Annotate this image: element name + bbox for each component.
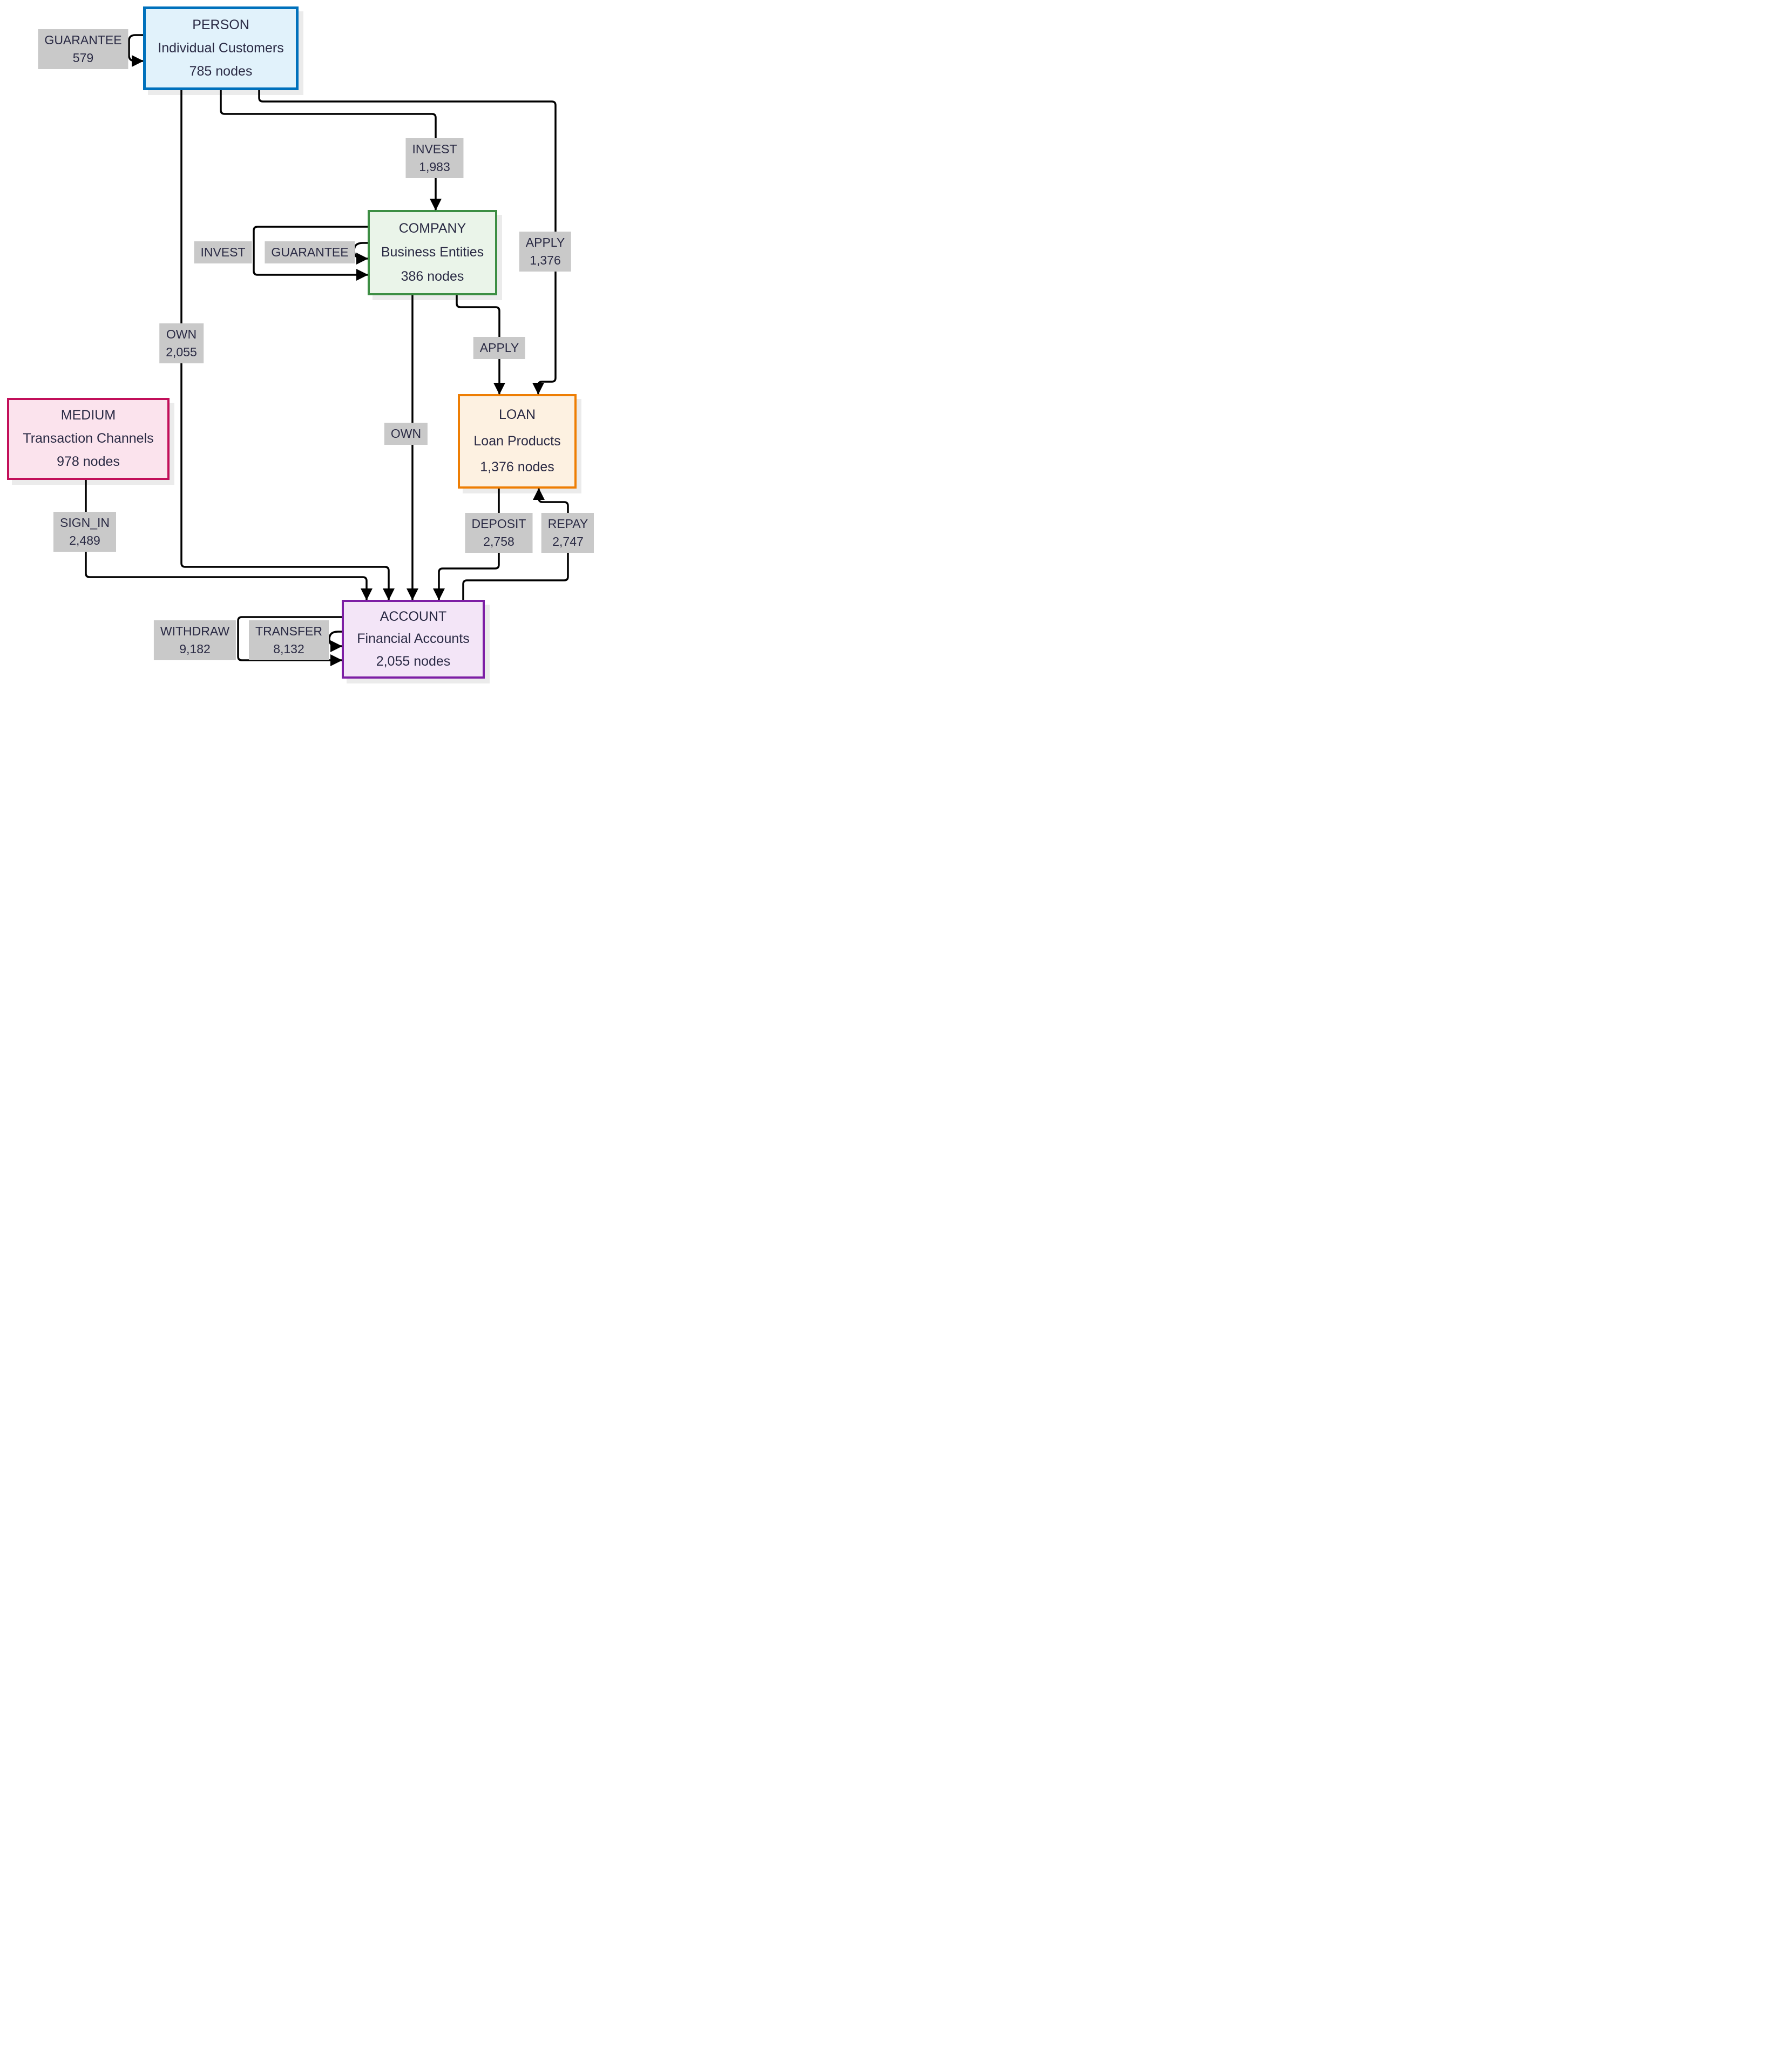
graph-schema-diagram: PERSON Individual Customers 785 nodes CO…: [0, 0, 594, 691]
edge-label-guarantee-company-self: GUARANTEE: [265, 241, 355, 263]
edge-own-person-account: [180, 90, 395, 600]
edge-label-guarantee-person: GUARANTEE 579: [38, 29, 128, 69]
edge-guarantee-person-self-loop: [128, 34, 144, 67]
node-person-subtitle: Individual Customers: [158, 40, 284, 56]
edge-label-deposit-loan-account-count: 2,758: [483, 534, 514, 549]
edge-label-invest-person-company: INVEST 1,983: [405, 138, 464, 178]
node-medium-count: 978 nodes: [57, 454, 120, 470]
node-person-count: 785 nodes: [189, 63, 253, 79]
node-account-subtitle: Financial Accounts: [357, 631, 470, 647]
edge-label-apply-person-loan-count: 1,376: [530, 253, 561, 267]
edge-transfer-account-self-loop: [328, 631, 342, 652]
edge-label-guarantee-person-count: 579: [72, 51, 94, 65]
node-person: PERSON Individual Customers 785 nodes: [143, 6, 299, 90]
edge-label-withdraw-account-self-count: 9,182: [179, 642, 211, 656]
edge-label-deposit-loan-account: DEPOSIT 2,758: [465, 513, 533, 553]
edge-label-guarantee-person-name: GUARANTEE: [44, 33, 122, 47]
edge-guarantee-company-self-loop: [353, 242, 368, 265]
edge-label-transfer-account-self-count: 8,132: [273, 642, 304, 656]
edge-label-invest-company-self-name: INVEST: [200, 245, 246, 259]
edge-label-own-person-account-count: 2,055: [166, 345, 197, 359]
node-medium: MEDIUM Transaction Channels 978 nodes: [7, 398, 170, 480]
edge-label-withdraw-account-self: WITHDRAW 9,182: [153, 620, 236, 660]
edge-signin-medium-account: [85, 480, 373, 600]
edge-label-apply-company-loan-name: APPLY: [479, 341, 519, 355]
edge-label-signin-medium-account-count: 2,489: [69, 533, 100, 547]
node-company-title: COMPANY: [398, 220, 466, 236]
node-loan-subtitle: Loan Products: [473, 433, 561, 449]
edge-label-own-person-account: OWN 2,055: [159, 323, 204, 363]
edge-label-own-person-account-name: OWN: [166, 327, 197, 341]
node-person-title: PERSON: [192, 17, 249, 32]
edge-label-signin-medium-account: SIGN_IN 2,489: [53, 512, 117, 552]
edge-label-transfer-account-self-name: TRANSFER: [255, 624, 322, 638]
edge-label-transfer-account-self: TRANSFER 8,132: [249, 620, 329, 660]
node-company-count: 386 nodes: [401, 268, 464, 284]
edge-label-repay-account-loan: REPAY 2,747: [541, 513, 594, 553]
node-account-count: 2,055 nodes: [376, 653, 451, 669]
edge-label-invest-person-company-count: 1,983: [419, 160, 450, 174]
node-company-subtitle: Business Entities: [381, 245, 484, 260]
edge-label-guarantee-company-self-name: GUARANTEE: [271, 245, 349, 259]
node-loan: LOAN Loan Products 1,376 nodes: [458, 394, 577, 489]
node-loan-title: LOAN: [498, 407, 536, 423]
edge-label-own-company-account: OWN: [384, 423, 428, 445]
edge-label-invest-company-self: INVEST: [194, 241, 252, 263]
node-loan-count: 1,376 nodes: [480, 459, 554, 475]
edge-label-repay-account-loan-name: REPAY: [547, 517, 588, 531]
edge-label-invest-person-company-name: INVEST: [412, 142, 457, 156]
edge-label-signin-medium-account-name: SIGN_IN: [59, 516, 110, 530]
edge-invest-person-company: [220, 90, 442, 211]
edge-label-apply-company-loan: APPLY: [473, 337, 526, 359]
edge-label-withdraw-account-self-name: WITHDRAW: [160, 624, 230, 638]
edge-label-apply-person-loan: APPLY 1,376: [519, 232, 572, 272]
node-account: ACCOUNT Financial Accounts 2,055 nodes: [342, 600, 485, 679]
edge-label-apply-person-loan-name: APPLY: [525, 235, 565, 249]
node-medium-subtitle: Transaction Channels: [23, 431, 154, 446]
edge-label-repay-account-loan-count: 2,747: [552, 534, 584, 549]
edge-label-own-company-account-name: OWN: [390, 426, 422, 441]
edge-label-deposit-loan-account-name: DEPOSIT: [471, 517, 526, 531]
node-company: COMPANY Business Entities 386 nodes: [368, 210, 497, 295]
node-medium-title: MEDIUM: [60, 408, 116, 423]
node-account-title: ACCOUNT: [380, 608, 447, 624]
